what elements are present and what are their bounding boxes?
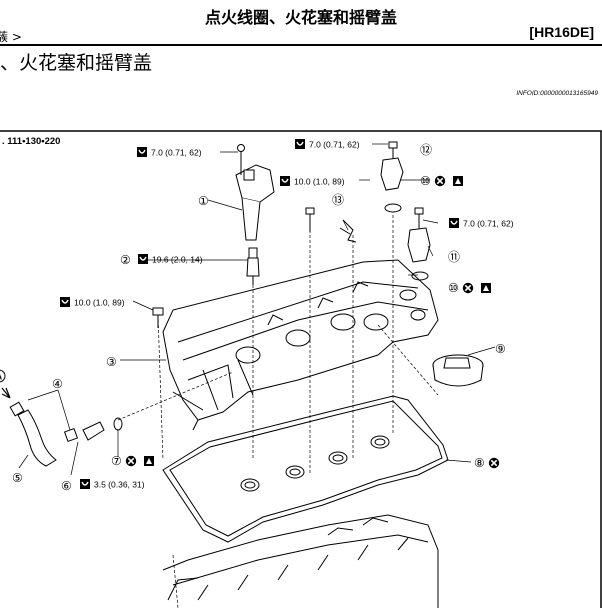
leader-lines xyxy=(18,143,496,476)
arrow-label: A xyxy=(0,372,2,382)
callout-11: ⑪ xyxy=(448,250,460,264)
rocker-cover-gasket xyxy=(162,395,449,543)
callout-3: ③ xyxy=(106,355,117,369)
svg-text:10.0 (1.0, 89): 10.0 (1.0, 89) xyxy=(294,177,345,187)
pcv-hose xyxy=(9,401,123,467)
header-title: 点火线圈、火花塞和摇臂盖 xyxy=(204,8,397,27)
callout-9: ⑨ xyxy=(495,342,506,356)
callout-4: ④ xyxy=(52,377,63,391)
oil-filler-cap xyxy=(432,354,484,387)
torque-spec-5: 19.6 (2.0, 14) xyxy=(137,253,203,265)
ignition-coil xyxy=(235,144,275,241)
callout-10a: ⑩ xyxy=(420,174,431,188)
header-breadcrumb-fragment[interactable]: 蔟 > xyxy=(0,30,22,44)
callout-2: ② xyxy=(120,253,131,267)
header-rule xyxy=(0,44,602,46)
callout-1: ① xyxy=(198,194,209,208)
figure-frame xyxy=(0,130,602,608)
callout-7: ⑦ xyxy=(111,454,122,468)
callout-10b: ⑩ xyxy=(448,281,459,295)
svg-text:7.0 (0.71, 62): 7.0 (0.71, 62) xyxy=(463,219,514,229)
svg-text:19.6 (2.0, 14): 19.6 (2.0, 14) xyxy=(152,255,203,265)
svg-text:7.0 (0.71, 62): 7.0 (0.71, 62) xyxy=(151,148,202,158)
callout-13: ⑬ xyxy=(332,193,344,207)
callout-8: ⑧ xyxy=(474,456,485,470)
info-id: INFOID:0000000013165949 xyxy=(516,90,598,97)
svg-text:7.0 (0.71, 62): 7.0 (0.71, 62) xyxy=(309,140,360,150)
torque-spec-7: 3.5 (0.36, 31) xyxy=(79,478,145,490)
rocker-cover xyxy=(162,259,439,431)
section-title: 、火花塞和摇臂盖 xyxy=(0,52,153,74)
exploded-view-figure: . 111•130•220 xyxy=(0,130,602,608)
bolts xyxy=(152,141,424,328)
svg-text:3.5 (0.36, 31): 3.5 (0.36, 31) xyxy=(94,480,145,490)
torque-spec-6: 10.0 (1.0, 89) xyxy=(59,296,125,308)
callout-12: ⑫ xyxy=(420,143,432,157)
cam-sensor-upper xyxy=(380,157,404,213)
spark-plug xyxy=(246,247,260,285)
parts-reference: . 111•130•220 xyxy=(2,136,60,147)
cylinder-head xyxy=(162,514,439,608)
cam-sensor-lower xyxy=(407,227,431,281)
torque-spec-2: 7.0 (0.71, 62) xyxy=(294,138,360,150)
callout-6: ⑥ xyxy=(61,479,72,493)
torque-spec-3: 10.0 (1.0, 89) xyxy=(279,175,345,187)
view-arrow: A xyxy=(0,369,11,399)
torque-spec-1: 7.0 (0.71, 62) xyxy=(136,146,202,158)
callout-5: ⑤ xyxy=(12,471,23,485)
svg-text:10.0 (1.0, 89): 10.0 (1.0, 89) xyxy=(74,298,125,308)
harness-bracket xyxy=(339,219,357,243)
model-code: [HR16DE] xyxy=(529,24,594,40)
alignment-lines xyxy=(117,215,439,608)
torque-spec-4: 7.0 (0.71, 62) xyxy=(448,217,514,229)
